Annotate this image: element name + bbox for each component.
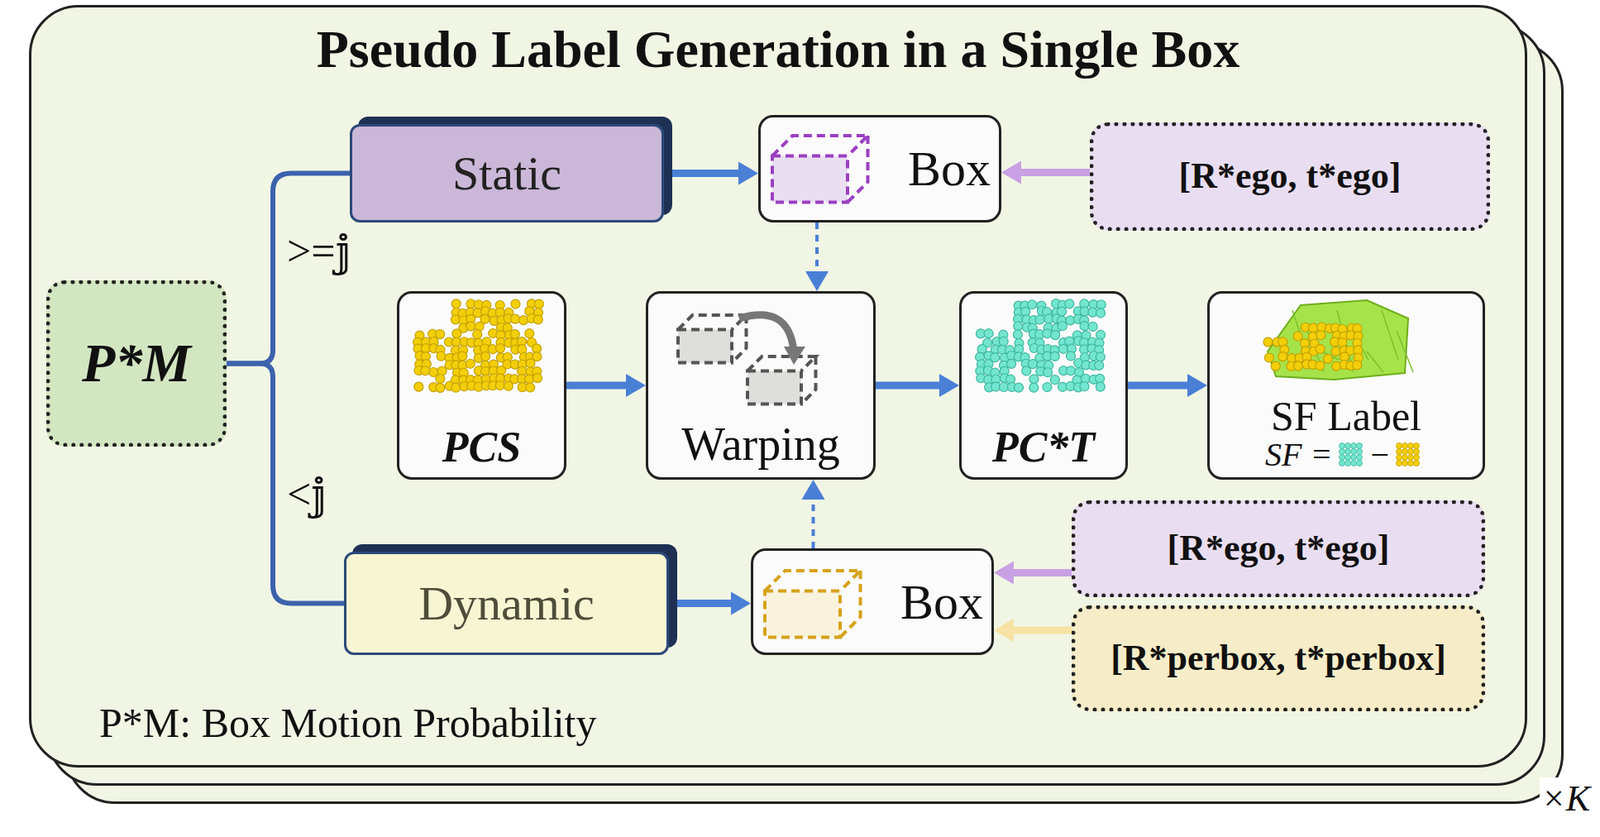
flow-arrow: [668, 592, 751, 616]
point-cloud: [413, 299, 545, 393]
rotation-arrow-head: [783, 346, 806, 365]
source-cloud-box: PCS: [396, 291, 567, 480]
edge-label: <𝕛: [284, 468, 330, 519]
point-cloud: [1263, 322, 1363, 371]
rotation-arrow: [739, 315, 794, 352]
flow-line: [1396, 330, 1414, 373]
equation-row: SF = −: [1265, 437, 1428, 473]
cloud-icon: [1337, 440, 1366, 469]
node-label: P*M: [81, 333, 192, 394]
node-label: Static: [452, 147, 562, 201]
flow-arrow: [993, 561, 1072, 585]
flow-arrow: [802, 479, 826, 549]
dynamic-branch: Dynamic: [343, 551, 669, 655]
outer-panel: P*M: Box Motion ProbabilityP*MStaticBox[…: [28, 4, 1528, 768]
target-cloud-box: PC*T: [959, 291, 1128, 480]
equation-text: SF =: [1265, 437, 1333, 473]
flow-arrow: [993, 618, 1072, 642]
dashed-cube: [747, 356, 817, 405]
node-label: PCS: [442, 423, 521, 471]
sf-label-box: SF LabelSF = −: [1207, 291, 1486, 480]
dynamic-box: Box: [750, 548, 994, 655]
static-box: Box: [758, 114, 1002, 223]
node-label: Box: [900, 574, 984, 630]
ego-motion-box: [R*ego, t*ego]: [1089, 122, 1491, 231]
node-label: [R*ego, t*ego]: [1167, 528, 1390, 569]
flow-line: [1381, 310, 1399, 360]
perbox-motion-box: [R*perbox, t*perbox]: [1071, 605, 1486, 712]
node-label: Warping: [681, 419, 840, 471]
flow-arrow: [566, 373, 646, 397]
flow-arrow: [663, 162, 759, 186]
dashed-cube: [772, 135, 869, 203]
node-label: Dynamic: [418, 577, 595, 631]
flow-arrow: [805, 222, 829, 292]
probability-box: P*M: [46, 280, 227, 447]
cloud-icon: [1394, 440, 1423, 469]
equation-text: −: [1370, 437, 1390, 473]
node-label: SF Label: [1270, 394, 1422, 439]
node-label: [R*ego, t*ego]: [1179, 156, 1402, 196]
node-label: Box: [907, 141, 991, 196]
node-label: PC*T: [992, 423, 1095, 471]
node-label: [R*perbox, t*perbox]: [1110, 638, 1447, 679]
edge-label: >=𝕛: [284, 225, 354, 276]
dashed-cube: [678, 315, 747, 363]
warping-box: Warping: [645, 291, 876, 480]
flow-field: [1267, 300, 1409, 380]
static-branch: Static: [349, 124, 664, 223]
dashed-cube: [764, 570, 861, 638]
flow-arrow: [1001, 161, 1090, 185]
repeat-count: ×K: [1539, 777, 1592, 820]
caption-text: P*M: Box Motion Probability: [99, 698, 597, 747]
flow-line: [1366, 351, 1384, 373]
flow-arrow: [1127, 373, 1208, 397]
ego-motion-box: [R*ego, t*ego]: [1071, 500, 1486, 598]
diagram-title: Pseudo Label Generation in a Single Box: [31, 19, 1525, 81]
branch-brace: [226, 363, 344, 604]
flow-arrow: [875, 373, 960, 397]
point-cloud: [975, 299, 1107, 393]
